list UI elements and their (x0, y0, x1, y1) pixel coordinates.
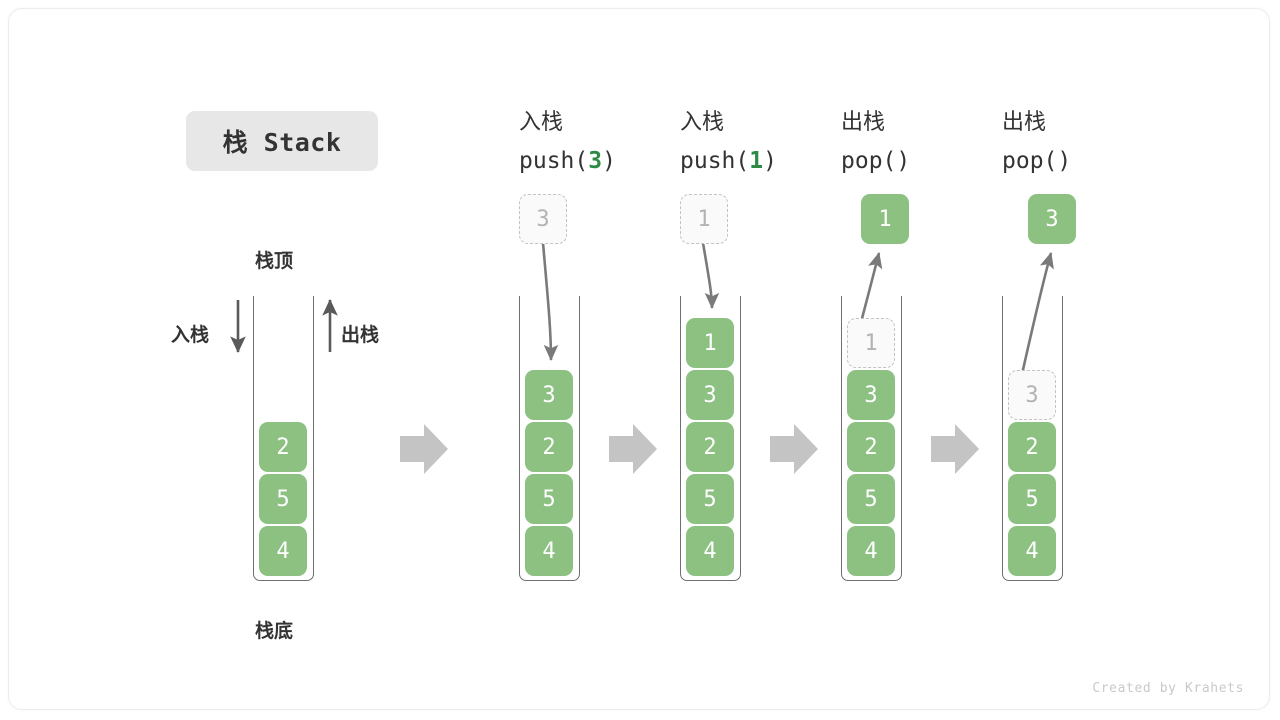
push-direction-label: 入栈 (171, 324, 210, 346)
operation-call-step-1: push(3) (519, 142, 616, 180)
reference-stack-container (253, 296, 314, 581)
reference-cell: 4 (259, 526, 307, 576)
operation-header-step-1: 入栈 push(3) (519, 104, 616, 180)
stack-cell-step-1: 5 (525, 474, 573, 524)
stack-cell-step-3: 1 (847, 318, 895, 368)
stack-top-label: 栈顶 (255, 250, 294, 272)
pop-direction-label: 出栈 (341, 324, 380, 346)
stack-container-step-4 (1002, 296, 1063, 581)
operation-header-step-4: 出栈 pop() (1002, 104, 1071, 180)
operation-name-step-2: 入栈 (680, 110, 725, 135)
floating-cell-step-3: 1 (861, 194, 909, 244)
operation-name-step-4: 出栈 (1002, 110, 1047, 135)
call-prefix: pop( (1002, 148, 1058, 174)
credit-text: Created by Krahets (1092, 681, 1244, 696)
stack-container-step-1 (519, 296, 580, 581)
stack-cell-step-4: 2 (1008, 422, 1056, 472)
operation-header-step-3: 出栈 pop() (841, 104, 910, 180)
stack-cell-step-2: 3 (686, 370, 734, 420)
call-arg: 3 (588, 148, 603, 174)
stack-cell-step-4: 4 (1008, 526, 1056, 576)
call-suffix: ) (1057, 148, 1072, 174)
call-prefix: push( (519, 148, 589, 174)
stack-container-step-3 (841, 296, 902, 581)
reference-cell: 5 (259, 474, 307, 524)
operation-call-step-2: push(1) (680, 142, 777, 180)
figure-title: 栈 Stack (186, 111, 378, 171)
stack-cell-step-3: 3 (847, 370, 895, 420)
stack-cell-step-2: 2 (686, 422, 734, 472)
call-suffix: ) (763, 148, 777, 174)
stack-cell-step-4: 3 (1008, 370, 1056, 420)
operation-call-step-4: pop() (1002, 142, 1071, 180)
stack-cell-step-3: 4 (847, 526, 895, 576)
operation-name-step-1: 入栈 (519, 110, 564, 135)
floating-cell-step-4: 3 (1028, 194, 1076, 244)
stack-cell-step-3: 5 (847, 474, 895, 524)
stack-cell-step-2: 4 (686, 526, 734, 576)
operation-header-step-2: 入栈 push(1) (680, 104, 777, 180)
stack-cell-step-2: 1 (686, 318, 734, 368)
stack-cell-step-1: 2 (525, 422, 573, 472)
stack-container-step-2 (680, 296, 741, 581)
operation-name-step-3: 出栈 (841, 110, 886, 135)
call-prefix: pop( (841, 148, 897, 174)
operation-call-step-3: pop() (841, 142, 910, 180)
floating-cell-step-1: 3 (519, 194, 567, 244)
stack-cell-step-3: 2 (847, 422, 895, 472)
call-arg: 1 (749, 148, 764, 174)
stack-cell-step-1: 4 (525, 526, 573, 576)
call-prefix: push( (680, 148, 750, 174)
reference-cell: 2 (259, 422, 307, 472)
stack-bottom-label: 栈底 (255, 620, 294, 642)
stack-cell-step-2: 5 (686, 474, 734, 524)
stack-cell-step-1: 3 (525, 370, 573, 420)
stack-cell-step-4: 5 (1008, 474, 1056, 524)
call-suffix: ) (602, 148, 616, 174)
floating-cell-step-2: 1 (680, 194, 728, 244)
call-suffix: ) (896, 148, 911, 174)
